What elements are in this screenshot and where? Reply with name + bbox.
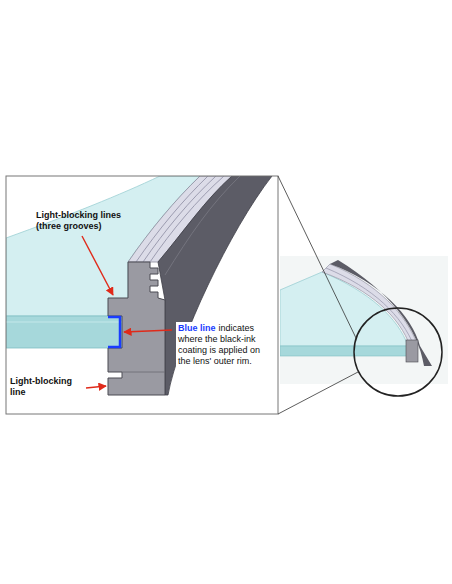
pointer-arrow (124, 330, 172, 332)
pointer-arrow (82, 236, 113, 295)
note-label: Blue lineindicates where the black-ink c… (176, 322, 274, 368)
leader-line (278, 372, 358, 414)
overview-view (280, 256, 448, 384)
magnifier-circle (354, 308, 442, 396)
label-text: Blue line (178, 323, 216, 333)
label-text: Light-blocking lines (three grooves) (36, 210, 121, 231)
lens-edge (6, 316, 122, 348)
pointer-arrow (86, 386, 106, 388)
callout-label: Light-blocking lines (three grooves) (36, 210, 140, 232)
detail-frame (6, 176, 278, 414)
detail-view (6, 176, 278, 414)
ink-coating-line (108, 317, 120, 347)
frame-section (108, 262, 165, 395)
leader-line (278, 176, 356, 338)
callout-label: Light-blocking line (10, 376, 88, 398)
label-text: Light-blocking line (10, 376, 72, 397)
